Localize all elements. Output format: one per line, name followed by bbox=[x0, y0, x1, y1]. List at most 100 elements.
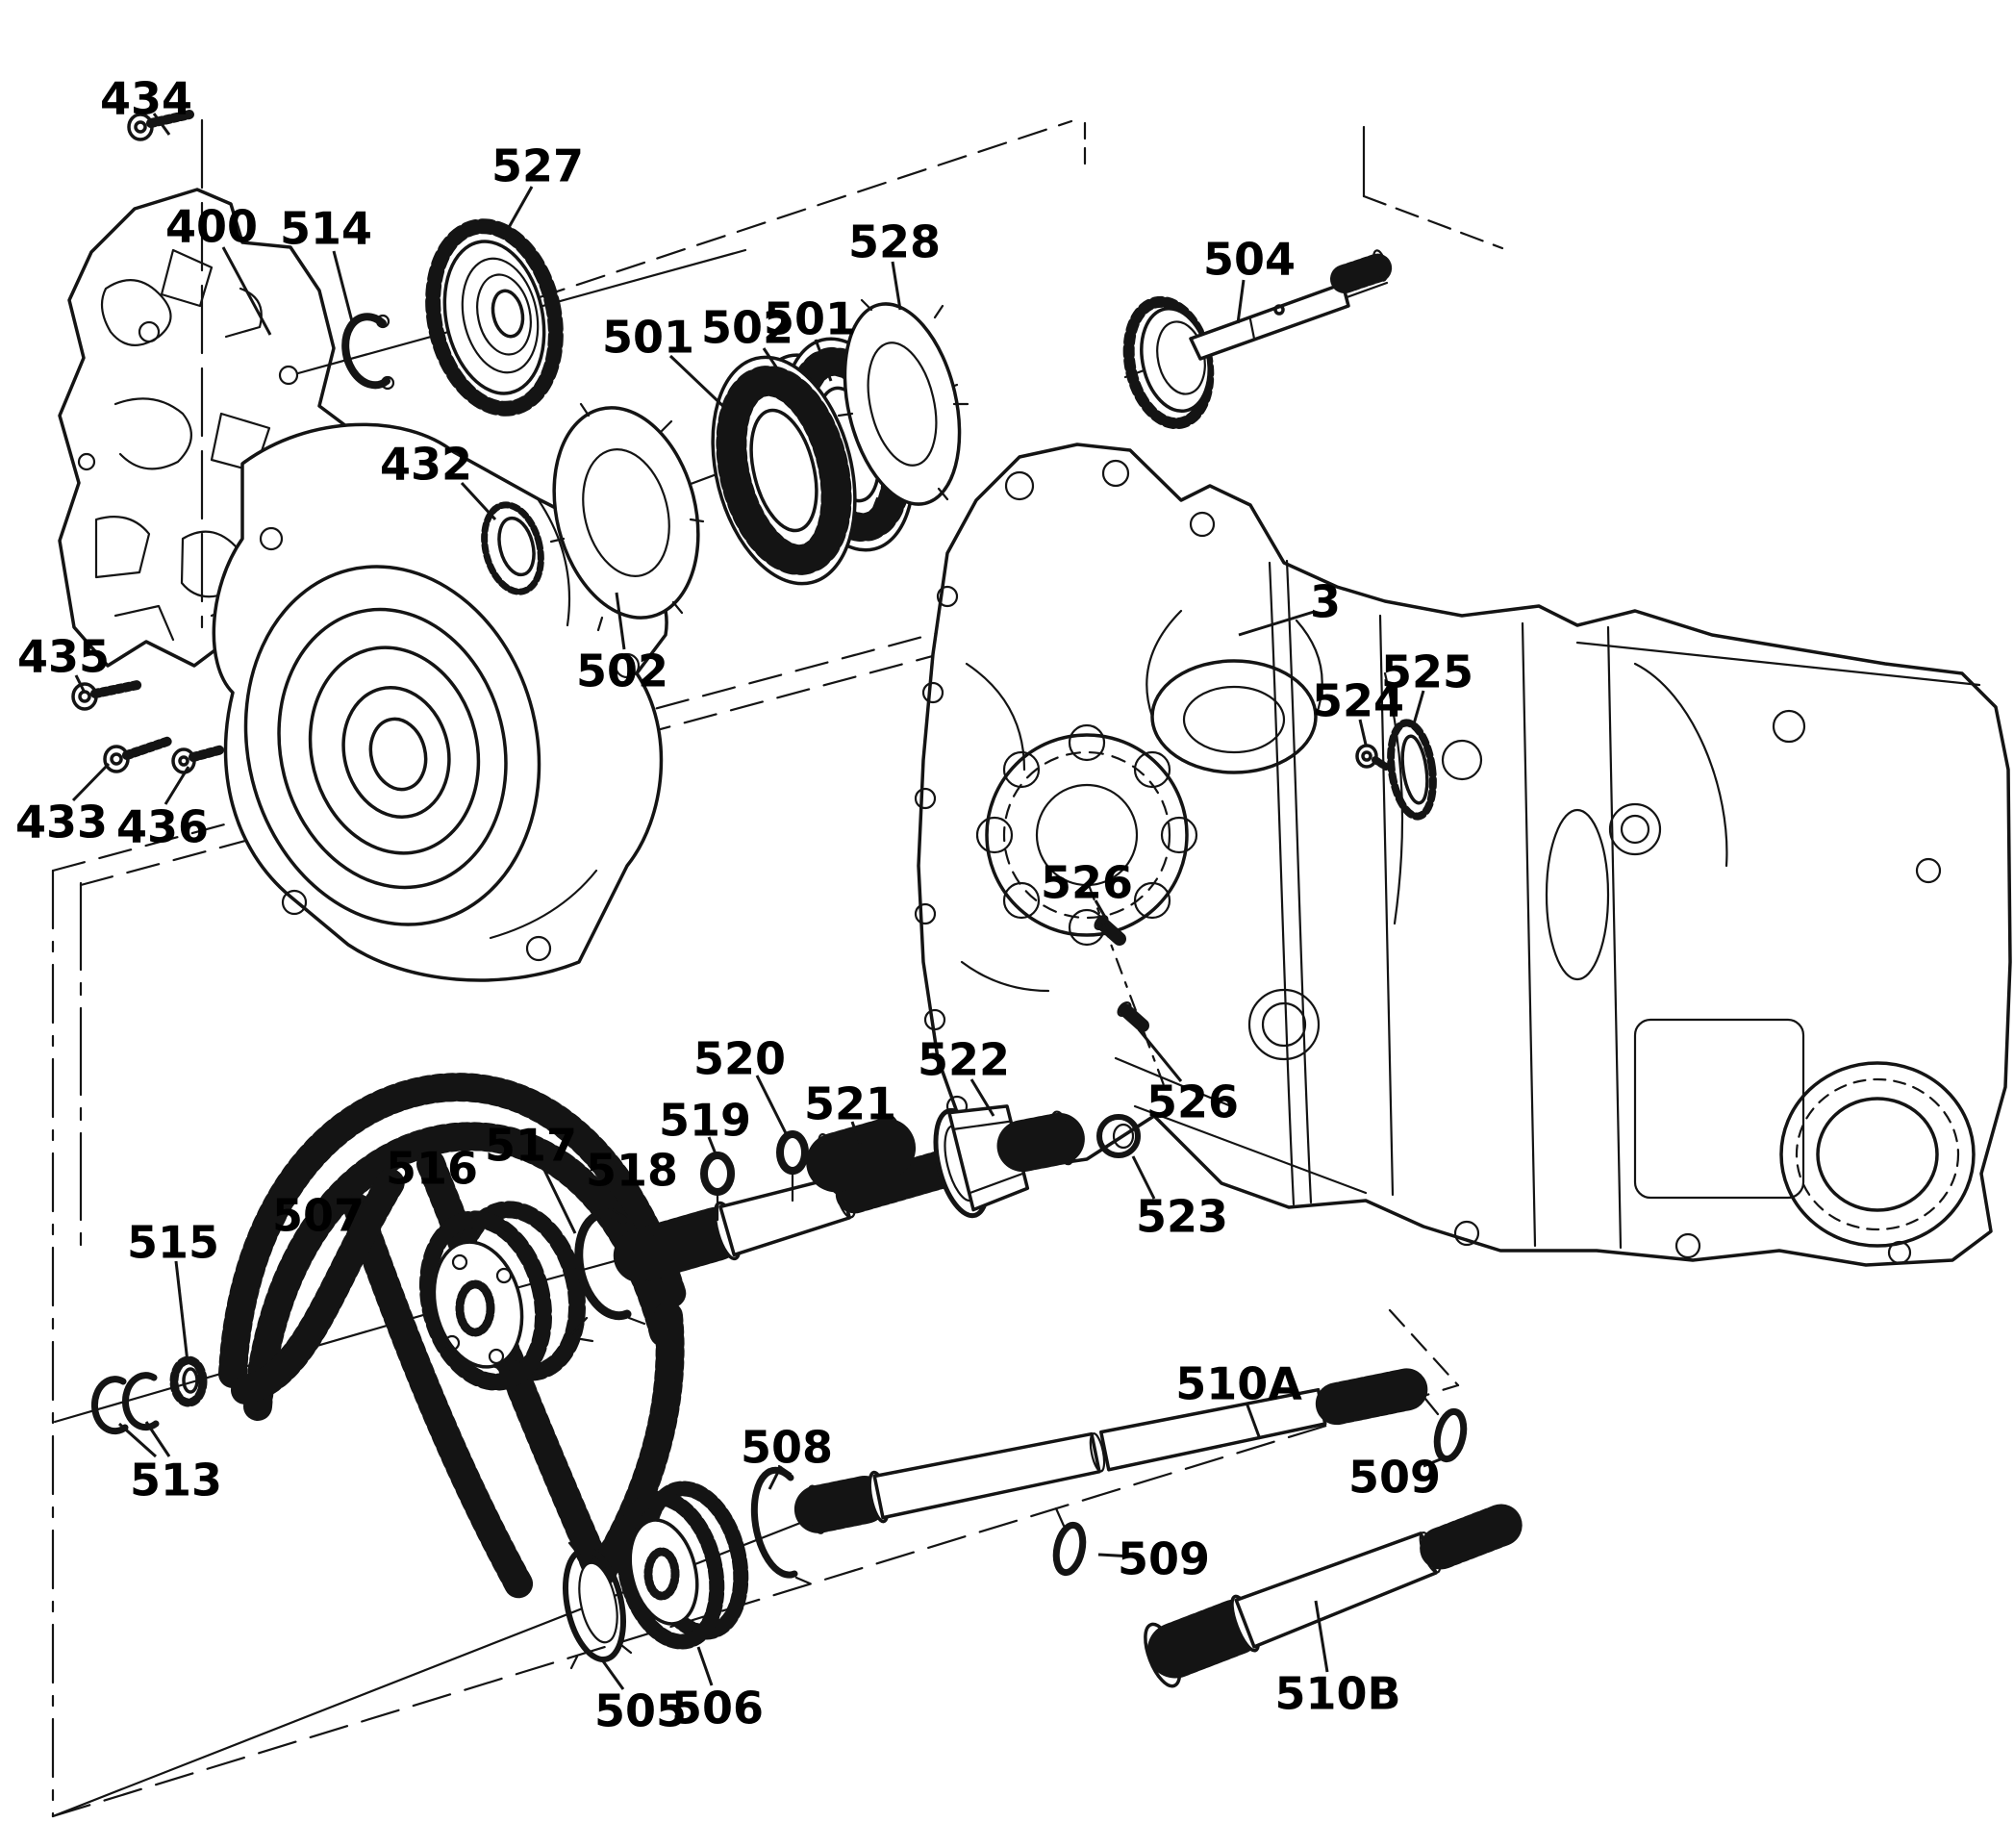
shaft-510A bbox=[793, 1368, 1428, 1534]
callout-label-518: 518 bbox=[586, 1145, 678, 1197]
callout-label-505: 505 bbox=[594, 1685, 687, 1737]
callout-label-434: 434 bbox=[100, 73, 192, 125]
callout-leader-3-0 bbox=[1238, 610, 1315, 637]
bolt-433 bbox=[103, 736, 174, 773]
bolt-524 bbox=[1355, 744, 1390, 771]
callout-label-502: 502 bbox=[701, 302, 793, 354]
callout-leader-432-0 bbox=[460, 481, 497, 521]
callout-label-515: 515 bbox=[127, 1217, 219, 1269]
callout-label-517: 517 bbox=[485, 1120, 577, 1172]
callout-leader-519-0 bbox=[707, 1136, 718, 1157]
gear-527 bbox=[425, 218, 564, 417]
callout-leader-433-0 bbox=[71, 762, 111, 802]
callout-leader-522-0 bbox=[969, 1078, 995, 1117]
callout-leader-436-0 bbox=[164, 766, 190, 805]
thrust-washers-513 bbox=[90, 1372, 160, 1435]
bearing-521 bbox=[806, 1114, 921, 1195]
callout-leader-501-0 bbox=[668, 354, 731, 414]
callout-label-507: 507 bbox=[272, 1190, 365, 1242]
callout-label-521: 521 bbox=[804, 1078, 896, 1130]
callout-leader-526-0 bbox=[1094, 899, 1112, 926]
callout-leader-435-0 bbox=[74, 674, 87, 694]
callout-leader-513-1 bbox=[144, 1421, 171, 1457]
callout-leader-502-0 bbox=[615, 592, 626, 650]
callout-label-509: 509 bbox=[1348, 1452, 1441, 1504]
callout-label-510B: 510B bbox=[1274, 1668, 1400, 1720]
spring-disc-501-left bbox=[711, 355, 857, 586]
callout-label-400: 400 bbox=[165, 201, 258, 253]
plate-502-left bbox=[549, 402, 705, 632]
gear-unit-522 bbox=[933, 1104, 1085, 1219]
callout-label-514: 514 bbox=[280, 203, 372, 255]
callout-label-436: 436 bbox=[116, 801, 209, 853]
callout-label-502: 502 bbox=[576, 646, 668, 697]
callout-label-522: 522 bbox=[918, 1034, 1010, 1086]
shaft-504 bbox=[1122, 249, 1394, 430]
callout-leader-521-0 bbox=[850, 1121, 864, 1150]
callout-leader-434-0 bbox=[152, 113, 171, 136]
callout-label-525: 525 bbox=[1381, 646, 1473, 698]
callout-leader-508-0 bbox=[768, 1465, 783, 1490]
ring-515 bbox=[169, 1355, 208, 1407]
callout-label-520: 520 bbox=[693, 1033, 786, 1085]
callout-label-3: 3 bbox=[1310, 576, 1341, 628]
callout-leader-513-0 bbox=[117, 1422, 158, 1458]
callout-leader-515-0 bbox=[174, 1260, 189, 1363]
snap-ring-517 bbox=[567, 1206, 646, 1343]
shaft-510B bbox=[1144, 1504, 1523, 1688]
callout-leader-505-0 bbox=[599, 1658, 625, 1690]
callout-label-435: 435 bbox=[17, 631, 110, 683]
callout-label-516: 516 bbox=[386, 1143, 478, 1195]
callout-leader-504-0 bbox=[1236, 279, 1246, 324]
callout-leader-525-0 bbox=[1411, 690, 1425, 728]
transaxle-case-3 bbox=[914, 443, 2012, 1267]
callout-leader-527-0 bbox=[505, 186, 534, 232]
callout-leader-510B-0 bbox=[1314, 1600, 1329, 1673]
gear-506 bbox=[616, 1481, 749, 1650]
callout-leader-520-0 bbox=[755, 1075, 789, 1136]
bushing-523 bbox=[1096, 1114, 1141, 1158]
callout-label-509: 509 bbox=[1118, 1533, 1210, 1585]
o-ring-520 bbox=[776, 1130, 809, 1202]
snap-ring-514 bbox=[341, 313, 395, 391]
drive-chain-507 bbox=[218, 1073, 688, 1600]
callout-leader-518-0 bbox=[633, 1188, 657, 1236]
callout-leader-517-0 bbox=[540, 1163, 577, 1234]
callout-leader-501-0 bbox=[814, 339, 833, 382]
callout-label-501: 501 bbox=[602, 312, 694, 364]
bolt-436 bbox=[171, 745, 227, 774]
front-cover-400 bbox=[212, 422, 668, 982]
callout-leader-509-0 bbox=[1422, 1456, 1444, 1468]
bolt-435 bbox=[71, 680, 142, 711]
shaft-518 bbox=[613, 1151, 960, 1284]
callout-label-519: 519 bbox=[659, 1095, 751, 1147]
callout-leader-509-0 bbox=[1097, 1553, 1134, 1558]
snap-ring-509-left bbox=[1052, 1506, 1087, 1577]
ring-505 bbox=[563, 1541, 633, 1670]
callout-label-526: 526 bbox=[1146, 1076, 1239, 1128]
callout-leader-514-0 bbox=[332, 250, 355, 326]
seal-525 bbox=[1387, 719, 1437, 821]
plate-528 bbox=[837, 298, 969, 513]
callout-label-513: 513 bbox=[130, 1455, 222, 1506]
callout-label-523: 523 bbox=[1136, 1191, 1228, 1243]
callout-label-527: 527 bbox=[491, 140, 584, 192]
callout-label-510A: 510A bbox=[1175, 1358, 1302, 1410]
callout-leader-507-0 bbox=[308, 1234, 319, 1261]
dowel-pin-526-lower bbox=[1087, 883, 1166, 1087]
callout-leader-526-0 bbox=[1137, 1028, 1183, 1082]
callout-leader-502-0 bbox=[762, 347, 793, 390]
callout-label-506: 506 bbox=[671, 1683, 764, 1734]
callout-leader-523-0 bbox=[1131, 1155, 1156, 1200]
callout-leader-516-0 bbox=[442, 1186, 475, 1228]
callout-label-504: 504 bbox=[1203, 234, 1296, 286]
callout-label-433: 433 bbox=[15, 797, 108, 848]
callout-label-508: 508 bbox=[741, 1422, 833, 1474]
callout-leader-506-0 bbox=[696, 1646, 714, 1686]
callout-leader-400-0 bbox=[221, 246, 272, 336]
sprocket-516 bbox=[419, 1201, 586, 1391]
snap-ring-509-right bbox=[1423, 1397, 1468, 1463]
seal-432 bbox=[481, 501, 544, 595]
